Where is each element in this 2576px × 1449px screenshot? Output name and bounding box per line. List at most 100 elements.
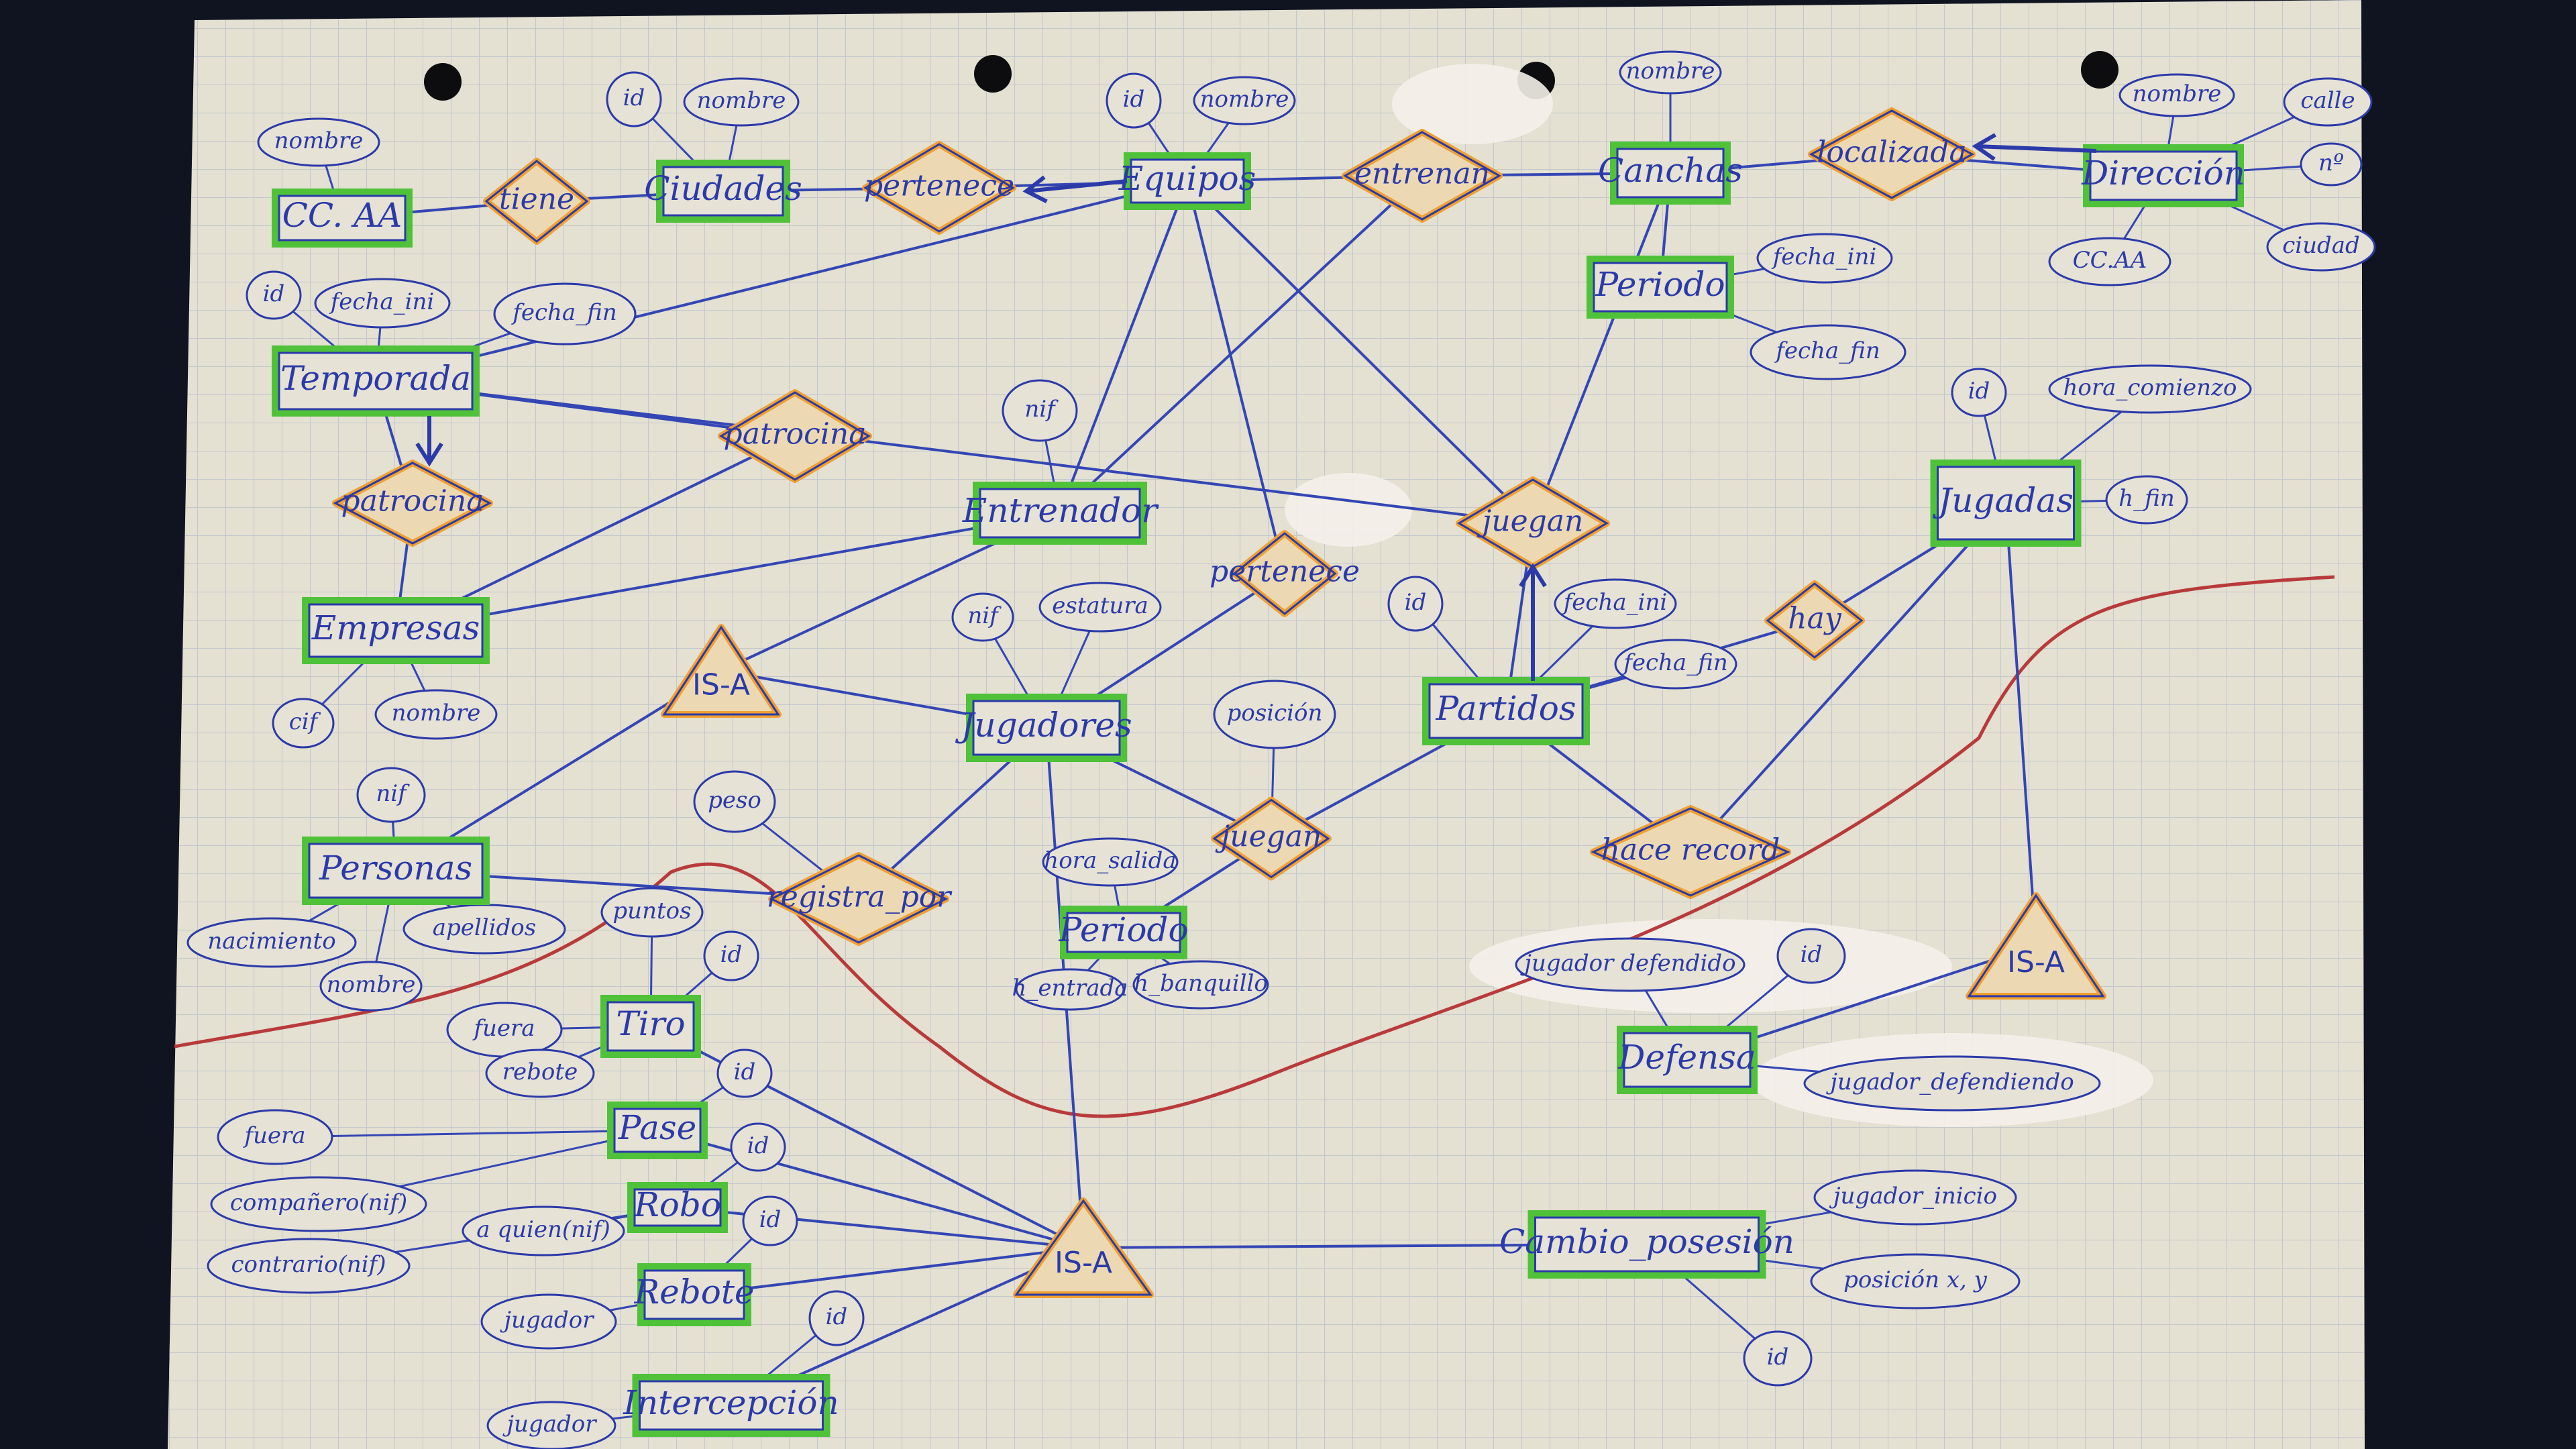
attribute-label: fecha_fin bbox=[1621, 649, 1728, 676]
relation-label: hay bbox=[1788, 602, 1842, 636]
attribute-robo-contrario: contrario(nif) bbox=[207, 1238, 411, 1294]
attribute-label: hora_comienzo bbox=[2063, 374, 2237, 401]
attribute-label: cif bbox=[289, 708, 321, 735]
entity-pase: Pase bbox=[607, 1102, 708, 1159]
attribute-label: nombre bbox=[1626, 58, 1715, 85]
relation-label: tiene bbox=[499, 182, 574, 217]
edge-jugadas-isa_2 bbox=[2004, 502, 2037, 947]
attribute-jug-nif: nif bbox=[951, 592, 1014, 642]
entity-label: Temporada bbox=[280, 359, 471, 398]
attribute-label: nombre bbox=[274, 127, 364, 154]
relation-pertenece-top: pertenece bbox=[862, 141, 1016, 235]
arrow-temporada-to-patrocina bbox=[415, 416, 443, 467]
attribute-tiro-id: id bbox=[703, 930, 759, 981]
attribute-robo-aquien: a quien(nif) bbox=[462, 1205, 625, 1256]
relation-entrenan: entrenan bbox=[1342, 129, 1503, 223]
edge-hace_record-jugadas bbox=[1689, 502, 2007, 853]
attribute-label: h_fin bbox=[2118, 485, 2174, 512]
attribute-label: jugador bbox=[500, 1307, 595, 1334]
arrow-direccion-to-localizada bbox=[1972, 133, 2097, 161]
relation-label: registra_por bbox=[767, 880, 953, 914]
attribute-dir-ciudad: ciudad bbox=[2266, 222, 2376, 272]
entity-label: Jugadores bbox=[955, 706, 1132, 745]
attribute-label: id bbox=[1968, 378, 1990, 405]
attribute-jgd-id: id bbox=[1951, 368, 2007, 417]
attribute-label: nombre bbox=[2133, 80, 2222, 107]
entity-label: Personas bbox=[319, 849, 472, 888]
relation-tiene: tiene bbox=[483, 158, 590, 245]
attribute-reb-jugador: jugador bbox=[480, 1293, 617, 1350]
attribute-can-nombre: nombre bbox=[1619, 50, 1722, 95]
attribute-label: h_entrada bbox=[1012, 975, 1128, 1002]
edge-temporada-juegan_top bbox=[375, 380, 1534, 525]
edge-canchas-juegan_top bbox=[1532, 172, 1672, 524]
attribute-label: ciudad bbox=[2282, 232, 2360, 259]
attribute-label: id bbox=[759, 1206, 782, 1233]
entity-label: Jugadas bbox=[1932, 481, 2074, 520]
edge-empresas-entrenador bbox=[395, 512, 1061, 632]
attribute-label: hora_salida bbox=[1044, 847, 1176, 874]
entity-label: Intercepción bbox=[623, 1383, 839, 1422]
relation-hace-record: hace record bbox=[1590, 805, 1791, 899]
entity-label: Equipos bbox=[1118, 159, 1256, 198]
attribute-label: calle bbox=[2300, 87, 2355, 114]
entity-partidos: Partidos bbox=[1422, 677, 1590, 745]
attribute-par-fechafin: fecha_fin bbox=[1614, 639, 1737, 690]
entity-label: Periodo bbox=[1058, 910, 1188, 949]
attribute-label: nif bbox=[1024, 396, 1059, 423]
attribute-label: fecha_fin bbox=[511, 299, 617, 326]
attribute-label: nif bbox=[376, 780, 410, 807]
attribute-label: nombre bbox=[1200, 86, 1289, 113]
entity-label: Pase bbox=[618, 1108, 696, 1147]
entity-label: Robo bbox=[633, 1185, 721, 1224]
relation-patrocina-1: patrocina bbox=[332, 460, 493, 547]
attribute-tem-fechaini: fecha_ini bbox=[314, 278, 451, 329]
attribute-eq-nombre: nombre bbox=[1193, 76, 1296, 125]
entity-temporada: Temporada bbox=[272, 345, 480, 417]
attribute-label: h_banquillo bbox=[1134, 970, 1268, 997]
attribute-label: rebote bbox=[502, 1059, 578, 1085]
attribute-par-id: id bbox=[1387, 576, 1444, 632]
attribute-reg-peso: peso bbox=[693, 770, 776, 833]
relation-label: juegan bbox=[1215, 820, 1322, 854]
attribute-label: id bbox=[747, 1132, 769, 1159]
relation-label: hace record bbox=[1601, 833, 1780, 867]
attribute-emp-cif: cif bbox=[272, 698, 335, 749]
attribute-label: nº bbox=[2318, 150, 2344, 176]
attribute-label: jugador defendido bbox=[1519, 950, 1735, 977]
attribute-emp-nombre: nombre bbox=[374, 689, 498, 740]
entity-label: CC. AA bbox=[282, 196, 402, 235]
relation-isa-2: IS-A bbox=[1966, 892, 2106, 1000]
edge-rebote-isa_3 bbox=[694, 1246, 1084, 1296]
isa-label: IS-A bbox=[1055, 1246, 1112, 1280]
relation-isa-3: IS-A bbox=[1013, 1197, 1154, 1298]
attribute-label: jugador bbox=[502, 1411, 598, 1438]
attribute-tiro-puntos: puntos bbox=[600, 887, 704, 938]
relation-hay: hay bbox=[1764, 580, 1865, 661]
attribute-label: id bbox=[1767, 1344, 1789, 1371]
attribute-pers-nombre: nombre bbox=[319, 961, 423, 1012]
entity-label: Rebote bbox=[633, 1273, 754, 1311]
attribute-pm-hsalida: hora_salida bbox=[1042, 837, 1179, 887]
entity-label: Dirección bbox=[2081, 154, 2245, 193]
entity-direccion: Dirección bbox=[2081, 144, 2245, 207]
entity-jugadas: Jugadas bbox=[1930, 460, 2082, 547]
entity-rebote: Rebote bbox=[633, 1263, 755, 1326]
attribute-pase-comp: compañero(nif) bbox=[210, 1176, 427, 1232]
edge-entrenador-entrenan bbox=[1059, 174, 1424, 515]
attribute-label: jugador_defendiendo bbox=[1825, 1069, 2074, 1095]
edge-equipos-juegan_top bbox=[1186, 180, 1534, 525]
attribute-label: CC.AA bbox=[2073, 247, 2147, 274]
attribute-label: posición bbox=[1227, 700, 1323, 727]
entity-label: Tiro bbox=[616, 1004, 685, 1043]
entity-label: Periodo bbox=[1595, 265, 1725, 304]
attribute-ciu-nombre: nombre bbox=[683, 77, 800, 127]
entity-robo: Robo bbox=[627, 1182, 728, 1233]
entity-tiro: Tiro bbox=[600, 995, 701, 1058]
relation-patrocina-2: patrocina bbox=[718, 389, 872, 483]
attribute-label: id bbox=[734, 1059, 756, 1085]
attribute-label: puntos bbox=[612, 898, 691, 924]
attribute-int-id: id bbox=[808, 1290, 865, 1346]
edge-equipos-pertenece_mid bbox=[1186, 180, 1286, 574]
attribute-label: compañero(nif) bbox=[230, 1189, 407, 1216]
